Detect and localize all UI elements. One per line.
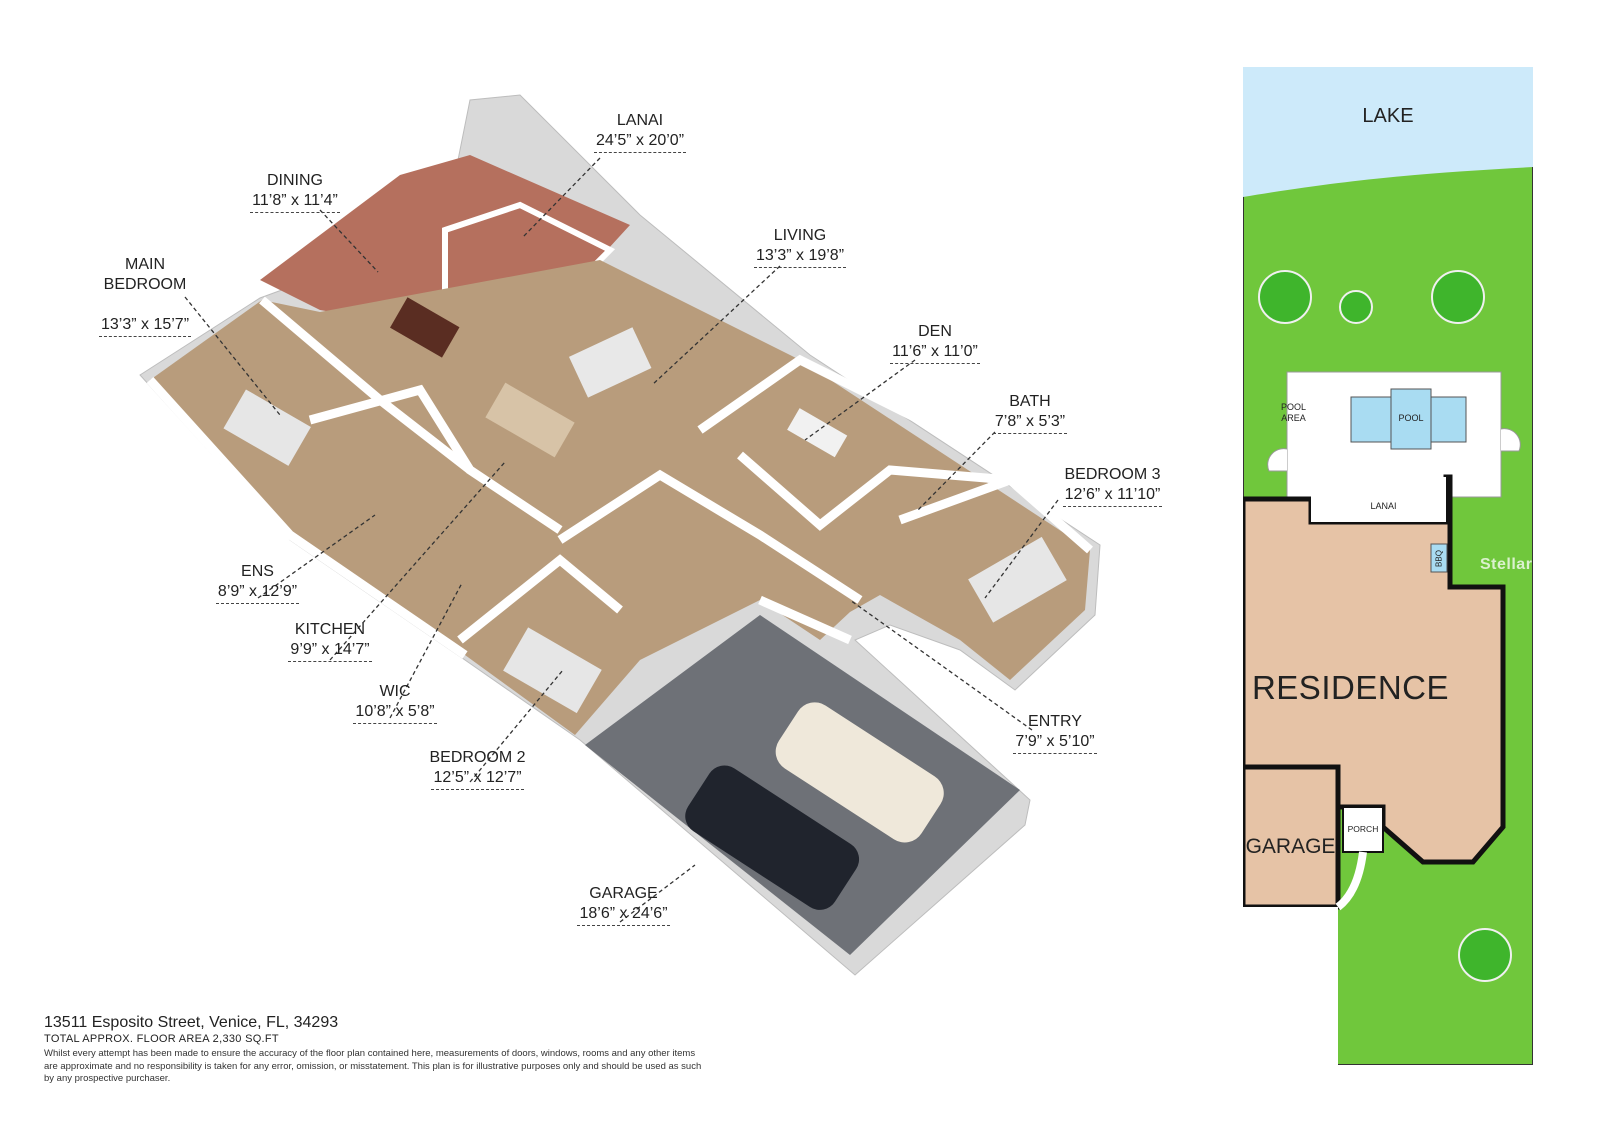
tree-icon <box>1258 270 1312 324</box>
room-label-den: DEN 11’6” x 11’0” <box>870 322 1000 364</box>
pool-label: POOL <box>1398 413 1424 423</box>
room-label-ens: ENS 8’9” x 12’9” <box>195 562 320 604</box>
garage-floor <box>585 615 1020 955</box>
site-plan: LAKE POOL AREA POOL LANAI BBQ RESIDENCE … <box>1240 66 1534 1066</box>
dining-table <box>390 297 460 358</box>
porch-box <box>1342 806 1384 853</box>
car-white <box>775 702 944 843</box>
lanai-label: LANAI <box>1370 501 1397 511</box>
room-label-entry: ENTRY 7’9” x 5’10” <box>990 712 1120 754</box>
tree-icon <box>1458 928 1512 982</box>
leader-lines <box>184 157 1059 923</box>
lanai-box <box>1311 477 1446 522</box>
tree-icon <box>1431 270 1485 324</box>
floor-plan: LANAI 24’5” x 20’0” DINING 11’8” x 11’4”… <box>80 94 1180 976</box>
floor-area: TOTAL APPROX. FLOOR AREA 2,330 SQ.FT <box>44 1033 279 1045</box>
bedroom2-bed <box>503 627 602 714</box>
bedroom3-bed <box>968 536 1067 623</box>
lake-area <box>1243 67 1533 197</box>
room-label-bath: BATH 7’8” x 5’3” <box>965 392 1095 434</box>
kitchen-island <box>485 382 575 458</box>
room-label-lanai: LANAI 24’5” x 20’0” <box>575 111 705 153</box>
walkway <box>1335 851 1367 911</box>
room-label-living: LIVING 13’3” x 19’8” <box>735 226 865 268</box>
disclaimer: Whilst every attempt has been made to en… <box>44 1048 702 1084</box>
room-label-wic: WIC 10’8” x 5’8” <box>330 682 460 724</box>
room-label-dining: DINING 11’8” x 11’4” <box>230 171 360 213</box>
bbq-label: BBQ <box>1434 550 1444 567</box>
property-address: 13511 Esposito Street, Venice, FL, 34293 <box>44 1014 339 1031</box>
room-label-main-bedroom: MAIN BEDROOM 13’3” x 15’7” <box>80 235 210 357</box>
garage-site-label: GARAGE <box>1245 835 1336 858</box>
lake-label: LAKE <box>1362 105 1414 127</box>
driveway <box>1243 907 1338 1065</box>
pool-deck-arc <box>1500 428 1521 452</box>
pool-water <box>1390 388 1432 450</box>
room-label-kitchen: KITCHEN 9’9” x 14’7” <box>265 620 395 662</box>
interior-walls <box>146 296 1093 659</box>
room-label-bedroom2: BEDROOM 2 12’5” x 12’7” <box>410 748 545 790</box>
pool-deck-arc <box>1267 448 1288 472</box>
room-label-bedroom3: BEDROOM 3 12’6” x 11’10” <box>1045 465 1180 507</box>
tree-icon <box>1339 290 1373 324</box>
main-bed <box>223 389 311 466</box>
plan-footer: 13511 Esposito Street, Venice, FL, 34293… <box>44 1014 704 1086</box>
porch-label: PORCH <box>1347 824 1379 834</box>
den-desk <box>787 408 848 458</box>
floor-plan-drawing <box>139 94 1101 976</box>
living-sofa <box>568 327 652 398</box>
bbq-box <box>1430 543 1448 573</box>
room-label-garage: GARAGE 18’6” x 24’6” <box>556 884 691 926</box>
site-plan-drawing <box>1240 66 1534 1066</box>
residence-label: RESIDENCE <box>1251 669 1450 706</box>
pool-area-label: POOL AREA <box>1280 402 1306 423</box>
car-dark <box>685 765 860 910</box>
garage-footprint <box>1240 764 1341 910</box>
watermark: StellarMLS <box>1480 556 1568 573</box>
